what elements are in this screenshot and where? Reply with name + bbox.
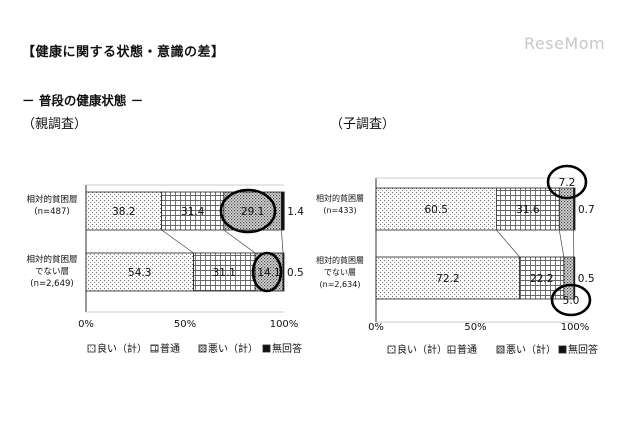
highlight-circle-1	[251, 251, 283, 293]
data-label-0-2: 29.1	[241, 206, 264, 218]
legend-label-0: 良い（計）	[397, 343, 447, 356]
data-label-0-3: 0.7	[578, 204, 595, 216]
page-title: 【健康に関する状態・意識の差】	[22, 45, 225, 60]
connector-line-1	[558, 229, 565, 258]
legend-swatch-0	[87, 344, 96, 353]
legend-swatch-0	[387, 345, 396, 354]
legend-swatch-2	[198, 344, 207, 353]
category-label-0-0: 相対的貧困層	[316, 193, 364, 203]
category-label-1-2: (n=2,634)	[320, 280, 361, 289]
bar-0-series-0	[85, 191, 163, 231]
highlight-circle-0	[546, 164, 588, 200]
parent-survey-label: （親調査）	[22, 117, 88, 132]
section-subtitle: － 普段の健康状態 －	[22, 93, 144, 108]
data-label-1-3: 0.5	[578, 273, 595, 285]
category-label-1-1: でない層	[324, 268, 356, 277]
legend-label-2: 悪い（計）	[506, 343, 556, 356]
x-tick-label-0: 0%	[78, 319, 94, 330]
data-label-1-2: 5.0	[563, 295, 580, 307]
bar-1-series-3	[282, 252, 285, 292]
connector-line-0	[161, 229, 194, 254]
legend-swatch-1	[150, 344, 159, 353]
highlight-circle-1	[550, 283, 592, 317]
x-tick-label-2: 100%	[561, 322, 590, 333]
category-label-0-1: (n=487)	[34, 207, 69, 217]
chart-parent: 38.2 31.4 29.1 1.4 54.3 31.1 14.1 0.5 相対的貧困層 (n=4…	[26, 184, 304, 355]
x-tick-label-0: 0%	[368, 322, 384, 333]
category-label-1-0: 相対的貧困層	[26, 254, 77, 265]
legend-swatch-3	[558, 345, 567, 354]
legend-label-1: 普通	[457, 343, 477, 356]
legend-swatch-1	[447, 345, 456, 354]
bar-1-series-0	[85, 252, 194, 292]
category-label-0-1: (n=433)	[323, 206, 356, 215]
legend-swatch-2	[496, 345, 505, 354]
bar-1-series-2	[563, 256, 575, 300]
highlight-circle-0	[219, 188, 277, 234]
data-label-0-3: 1.4	[287, 206, 304, 218]
x-tick-label-1: 50%	[464, 322, 486, 333]
data-label-0-0: 60.5	[425, 204, 448, 216]
x-tick-label-2: 100%	[270, 319, 299, 330]
bar-0-series-1	[495, 187, 560, 231]
data-label-0-2: 7.2	[559, 177, 576, 189]
legend-label-3: 無回答	[272, 342, 302, 355]
bar-0-series-2	[223, 191, 282, 231]
x-tick-label-1: 50%	[174, 319, 196, 330]
data-label-0-1: 31.4	[181, 206, 205, 218]
category-label-1-2: (n=2,649)	[30, 279, 73, 289]
data-label-1-1: 22.2	[530, 273, 553, 285]
legend-label-0: 良い（計）	[97, 342, 147, 355]
bar-0-series-1	[161, 191, 225, 231]
legend-swatch-3	[262, 344, 271, 353]
data-label-0-0: 38.2	[112, 206, 135, 218]
child-survey-label: （子調査）	[330, 117, 396, 132]
resemom-logo: ReseMom	[524, 34, 606, 53]
bar-1-series-1	[193, 252, 256, 292]
bar-0-series-0	[375, 187, 497, 231]
legend-label-1: 普通	[160, 342, 180, 355]
category-label-0-0: 相対的貧困層	[26, 194, 77, 205]
legend-label-2: 悪い（計）	[208, 342, 258, 355]
data-label-1-3: 0.5	[287, 267, 304, 279]
bar-0-series-3	[573, 187, 576, 231]
bar-1-series-0	[375, 256, 521, 300]
bar-0-series-2	[558, 187, 575, 231]
data-label-1-0: 72.2	[436, 273, 459, 285]
connector-line-0	[496, 229, 520, 258]
connector-line-2	[281, 229, 284, 254]
bar-0-series-3	[281, 191, 285, 231]
data-label-1-2: 14.1	[257, 267, 280, 279]
category-label-1-0: 相対的貧困層	[316, 255, 364, 265]
chart-child: 60.5 31.6 7.2 0.7 72.2 22.2 5.0 0.5 相対的貧困層 (n=433…	[316, 164, 598, 356]
legend-label-3: 無回答	[568, 343, 598, 356]
data-label-0-1: 31.6	[516, 204, 540, 216]
data-label-1-1: 31.1	[213, 267, 236, 279]
data-label-1-0: 54.3	[128, 267, 151, 279]
connector-line-1	[223, 229, 256, 254]
category-label-1-1: でない層	[35, 267, 69, 277]
bar-1-series-3	[573, 256, 576, 300]
